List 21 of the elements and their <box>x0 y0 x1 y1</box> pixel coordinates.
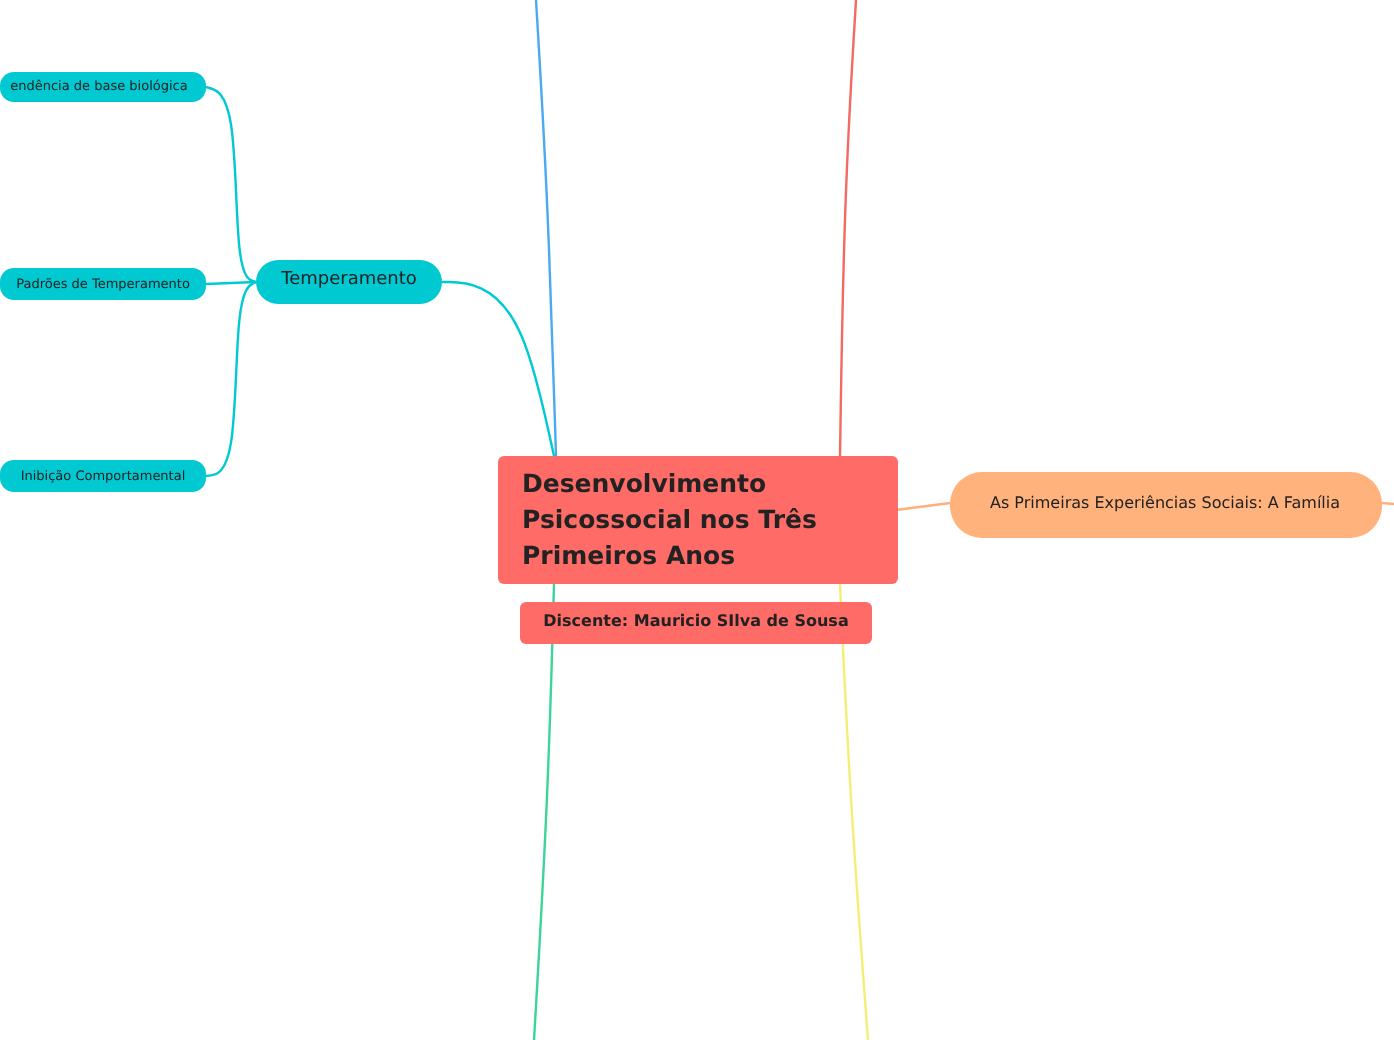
connector-line <box>897 501 951 511</box>
connector-line <box>442 280 556 457</box>
connector-line <box>1381 501 1394 506</box>
connector-line <box>205 85 257 284</box>
connector-line <box>532 583 556 1040</box>
connector-line <box>838 0 858 456</box>
subtitle-box <box>520 602 872 644</box>
topic-title: Desenvolvimento Psicossocial nos Três Primeiros Anos <box>522 465 819 575</box>
subtopic-pill <box>0 460 206 492</box>
topic-label: Temperamento <box>281 270 417 294</box>
connector-line <box>534 0 558 457</box>
subtopic-pill <box>0 268 206 300</box>
connector-line <box>205 280 257 478</box>
subtopic-pill <box>0 72 206 102</box>
connector-line <box>838 583 870 1040</box>
author-text: Discente: Mauricio SIlva de Sousa <box>543 612 849 634</box>
branch-topic <box>256 260 442 304</box>
central-topic <box>498 456 898 584</box>
branch-topic <box>950 472 1382 538</box>
topic-label: As Primeiras Experiências Sociais: A Família <box>990 494 1341 516</box>
connector-line <box>205 280 257 286</box>
